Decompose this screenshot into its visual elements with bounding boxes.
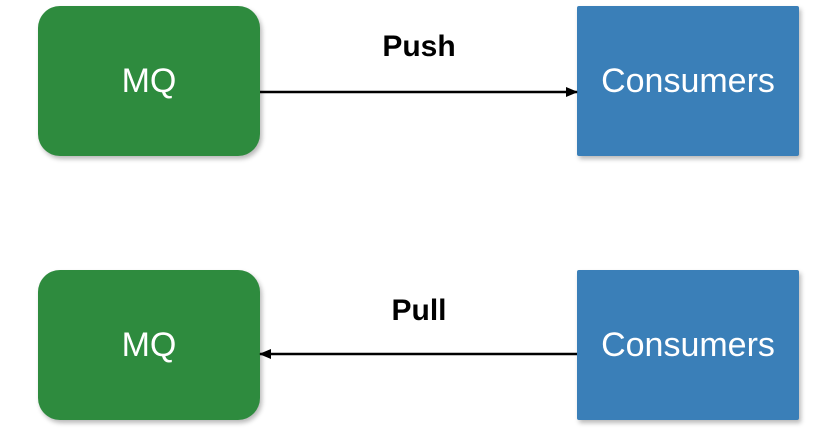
mq-node-pull: MQ (38, 270, 260, 420)
pull-label: Pull (391, 294, 447, 327)
consumers-node-pull: Consumers (577, 270, 799, 420)
consumers-node-push: Consumers (577, 6, 799, 156)
mq-node-push: MQ (38, 6, 260, 156)
consumers-node-label: Consumers (601, 61, 775, 100)
push-label: Push (382, 30, 456, 63)
mq-node-label: MQ (121, 325, 177, 364)
mq-node-label: MQ (121, 61, 177, 100)
consumers-node-label: Consumers (601, 325, 775, 364)
